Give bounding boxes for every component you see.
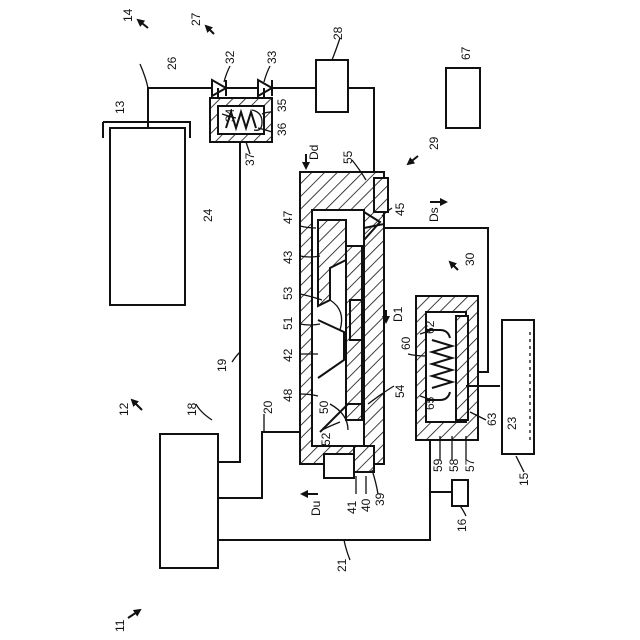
pipe-20 — [218, 432, 300, 498]
label-29: 29 — [427, 136, 441, 150]
arrow-11 — [128, 610, 140, 618]
label-67: 67 — [459, 46, 473, 60]
label-26: 26 — [165, 56, 179, 70]
label-41: 41 — [345, 500, 359, 514]
label-dd: Dd — [307, 145, 321, 160]
label-19: 19 — [215, 358, 229, 372]
box-15 — [502, 320, 534, 454]
label-ds: Ds — [427, 207, 441, 222]
box-67 — [446, 68, 480, 128]
label-23: 23 — [505, 416, 519, 430]
label-59: 59 — [431, 458, 445, 472]
label-24: 24 — [201, 208, 215, 222]
arrow-30 — [450, 262, 458, 270]
label-51: 51 — [281, 316, 295, 330]
label-39: 39 — [373, 492, 387, 506]
label-58: 58 — [447, 458, 461, 472]
label-54: 54 — [393, 384, 407, 398]
unit-27 — [210, 98, 272, 142]
label-40: 40 — [359, 498, 373, 512]
label-37: 37 — [243, 152, 257, 166]
label-55: 55 — [341, 150, 355, 164]
label-42: 42 — [281, 348, 295, 362]
label-27: 27 — [189, 12, 203, 26]
label-21: 21 — [335, 558, 349, 572]
label-30: 30 — [463, 252, 477, 266]
label-18: 18 — [185, 402, 199, 416]
label-52: 52 — [319, 432, 333, 446]
label-62: 62 — [423, 320, 437, 334]
label-65: 65 — [423, 396, 437, 410]
label-du: Du — [309, 501, 323, 516]
label-32: 32 — [223, 50, 237, 64]
label-33: 33 — [265, 50, 279, 64]
label-36: 36 — [275, 122, 289, 136]
label-48: 48 — [281, 388, 295, 402]
label-15: 15 — [517, 472, 531, 486]
label-50: 50 — [317, 400, 331, 414]
arrow-27 — [206, 26, 214, 34]
label-12: 12 — [117, 402, 131, 416]
label-47: 47 — [281, 210, 295, 224]
tank-24 — [110, 128, 185, 305]
tank-13 — [103, 122, 190, 305]
label-43: 43 — [281, 250, 295, 264]
arrow-12 — [132, 400, 142, 410]
label-11: 11 — [113, 619, 127, 632]
pipe-19 — [218, 142, 240, 462]
label-53: 53 — [281, 286, 295, 300]
box-16 — [452, 480, 468, 506]
label-60: 60 — [399, 336, 413, 350]
box-28 — [316, 60, 348, 112]
label-34: 34 — [223, 108, 237, 122]
label-28: 28 — [331, 26, 345, 40]
label-35: 35 — [275, 98, 289, 112]
label-16: 16 — [455, 518, 469, 532]
arrow-29 — [408, 156, 418, 164]
label-13: 13 — [113, 100, 127, 114]
box-18 — [160, 434, 218, 568]
arrow-14 — [138, 20, 148, 28]
label-14: 14 — [121, 8, 135, 22]
label-57: 57 — [463, 458, 477, 472]
label-d1: D1 — [391, 306, 405, 322]
label-63: 63 — [485, 412, 499, 426]
label-20: 20 — [261, 400, 275, 414]
label-45: 45 — [393, 202, 407, 216]
